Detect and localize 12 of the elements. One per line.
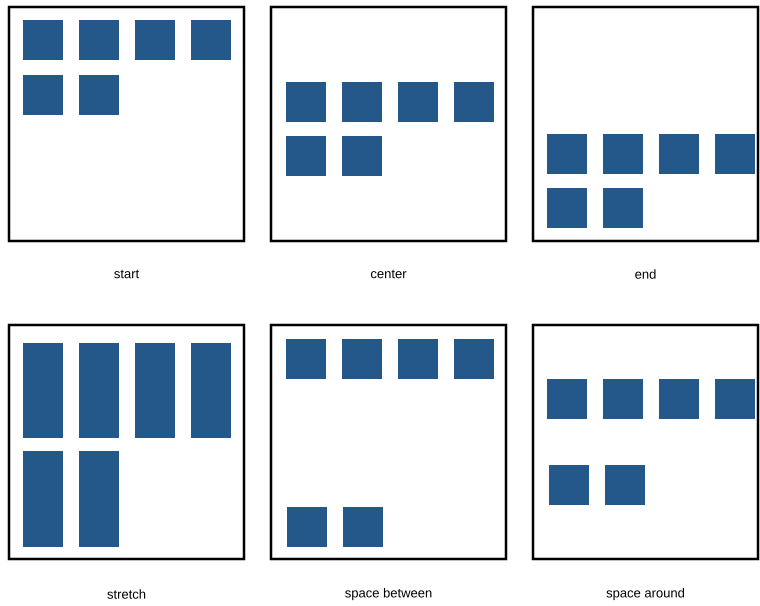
panel-box: space around (532, 324, 760, 600)
panel-box: end (532, 6, 760, 279)
node-label: start (114, 270, 140, 278)
panel-box: start (8, 6, 246, 278)
panel-box: stretch (8, 324, 246, 599)
node-label: space around (606, 588, 684, 600)
panel-box: center (270, 6, 508, 278)
node-label: end (635, 269, 656, 279)
panel-box: space between (270, 324, 508, 600)
node-label: stretch (107, 589, 146, 599)
node-label: space between (345, 588, 432, 600)
node-label: center (370, 270, 406, 278)
